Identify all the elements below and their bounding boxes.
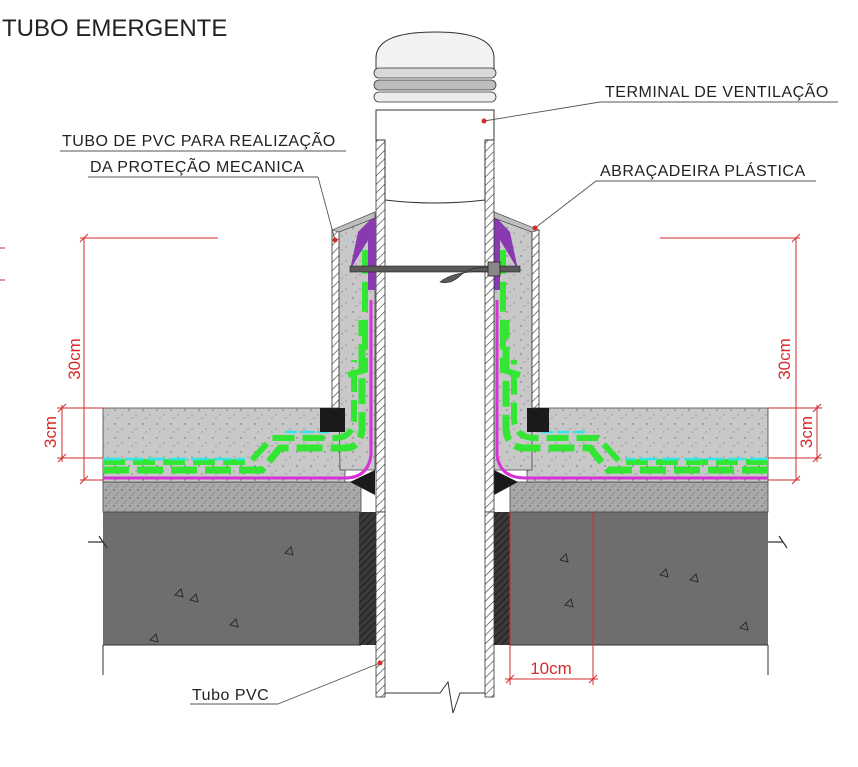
dim-30cm-right: 30cm (775, 338, 794, 380)
dimension-lines (0, 233, 822, 685)
pvc-tube (359, 139, 510, 714)
dim-3cm-left: 3cm (41, 416, 60, 448)
protection-screed (102, 214, 769, 483)
label-terminal-ventilacao: TERMINAL DE VENTILAÇÃO (605, 81, 829, 101)
label-tubo-pvc: Tubo PVC (192, 687, 269, 704)
protection-sleeve (331, 211, 540, 409)
waterproofing-membrane (103, 250, 768, 480)
concrete-slab (88, 512, 788, 675)
leader-lines (60, 101, 838, 705)
regularization-layer (102, 481, 769, 513)
plastic-clamp (349, 261, 521, 284)
dim-30cm-left: 30cm (65, 338, 84, 380)
ventilation-terminal (373, 31, 497, 204)
drawing-title: TUBO EMERGENTE (2, 15, 227, 42)
leader-dots (332, 118, 538, 666)
fillet-block (320, 408, 549, 495)
label-abracadeira-plastica: ABRAÇADEIRA PLÁSTICA (600, 161, 806, 180)
label-tubo-pvc-protecao-2: DA PROTEÇÃO MECANICA (90, 156, 304, 176)
dim-10cm: 10cm (530, 659, 572, 678)
dim-3cm-right: 3cm (797, 416, 816, 448)
label-tubo-pvc-protecao-1: TUBO DE PVC PARA REALIZAÇÃO (62, 130, 336, 150)
